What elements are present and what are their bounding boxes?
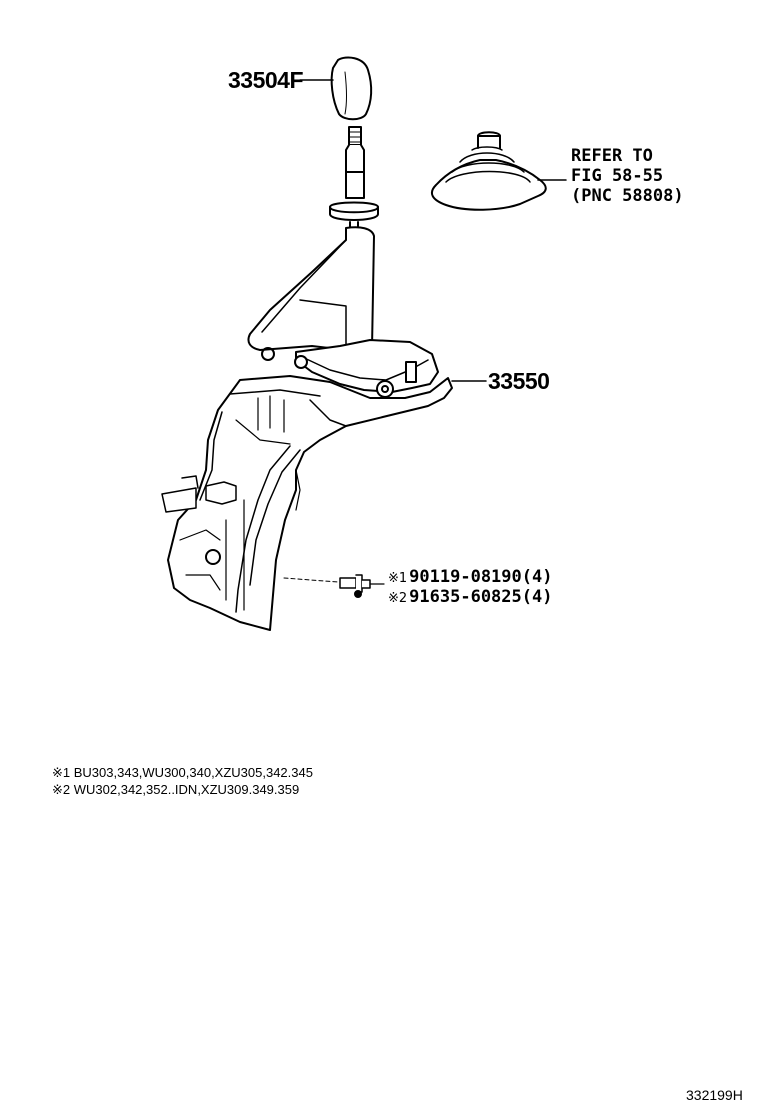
footnote-text-1: BU303,343,WU300,340,XZU305,342.345 [73,765,313,780]
variant-mark-2: ※2 [388,591,408,606]
shift-boot-drawing [432,132,566,210]
refer-to-line-2: FIG 58-55 [571,166,664,186]
variant-mark-1: ※1 [388,571,408,586]
bolt-drawing [284,575,384,597]
shift-lever-assembly-drawing [162,227,486,630]
refer-to-line-1: REFER TO [571,146,653,166]
footnote-mark-2: ※2 [52,782,71,797]
footnote-1: ※1 BU303,343,WU300,340,XZU305,342.345 [52,765,313,781]
figure-id: 332199H [686,1087,743,1103]
footnote-2: ※2 WU302,342,352..IDN,XZU309.349.359 [52,782,299,798]
shift-knob-drawing [300,57,371,119]
shift-lever-part-number: 33550 [488,368,550,394]
bolt-part-number-2: 91635-60825(4) [409,587,553,607]
bolt-part-number-1: 90119-08190(4) [409,567,553,587]
refer-to-line-3: (PNC 58808) [571,186,684,206]
footnote-text-2: WU302,342,352..IDN,XZU309.349.359 [73,782,300,797]
knob-part-number: 33504F [228,67,304,93]
footnote-mark-1: ※1 [52,765,71,780]
